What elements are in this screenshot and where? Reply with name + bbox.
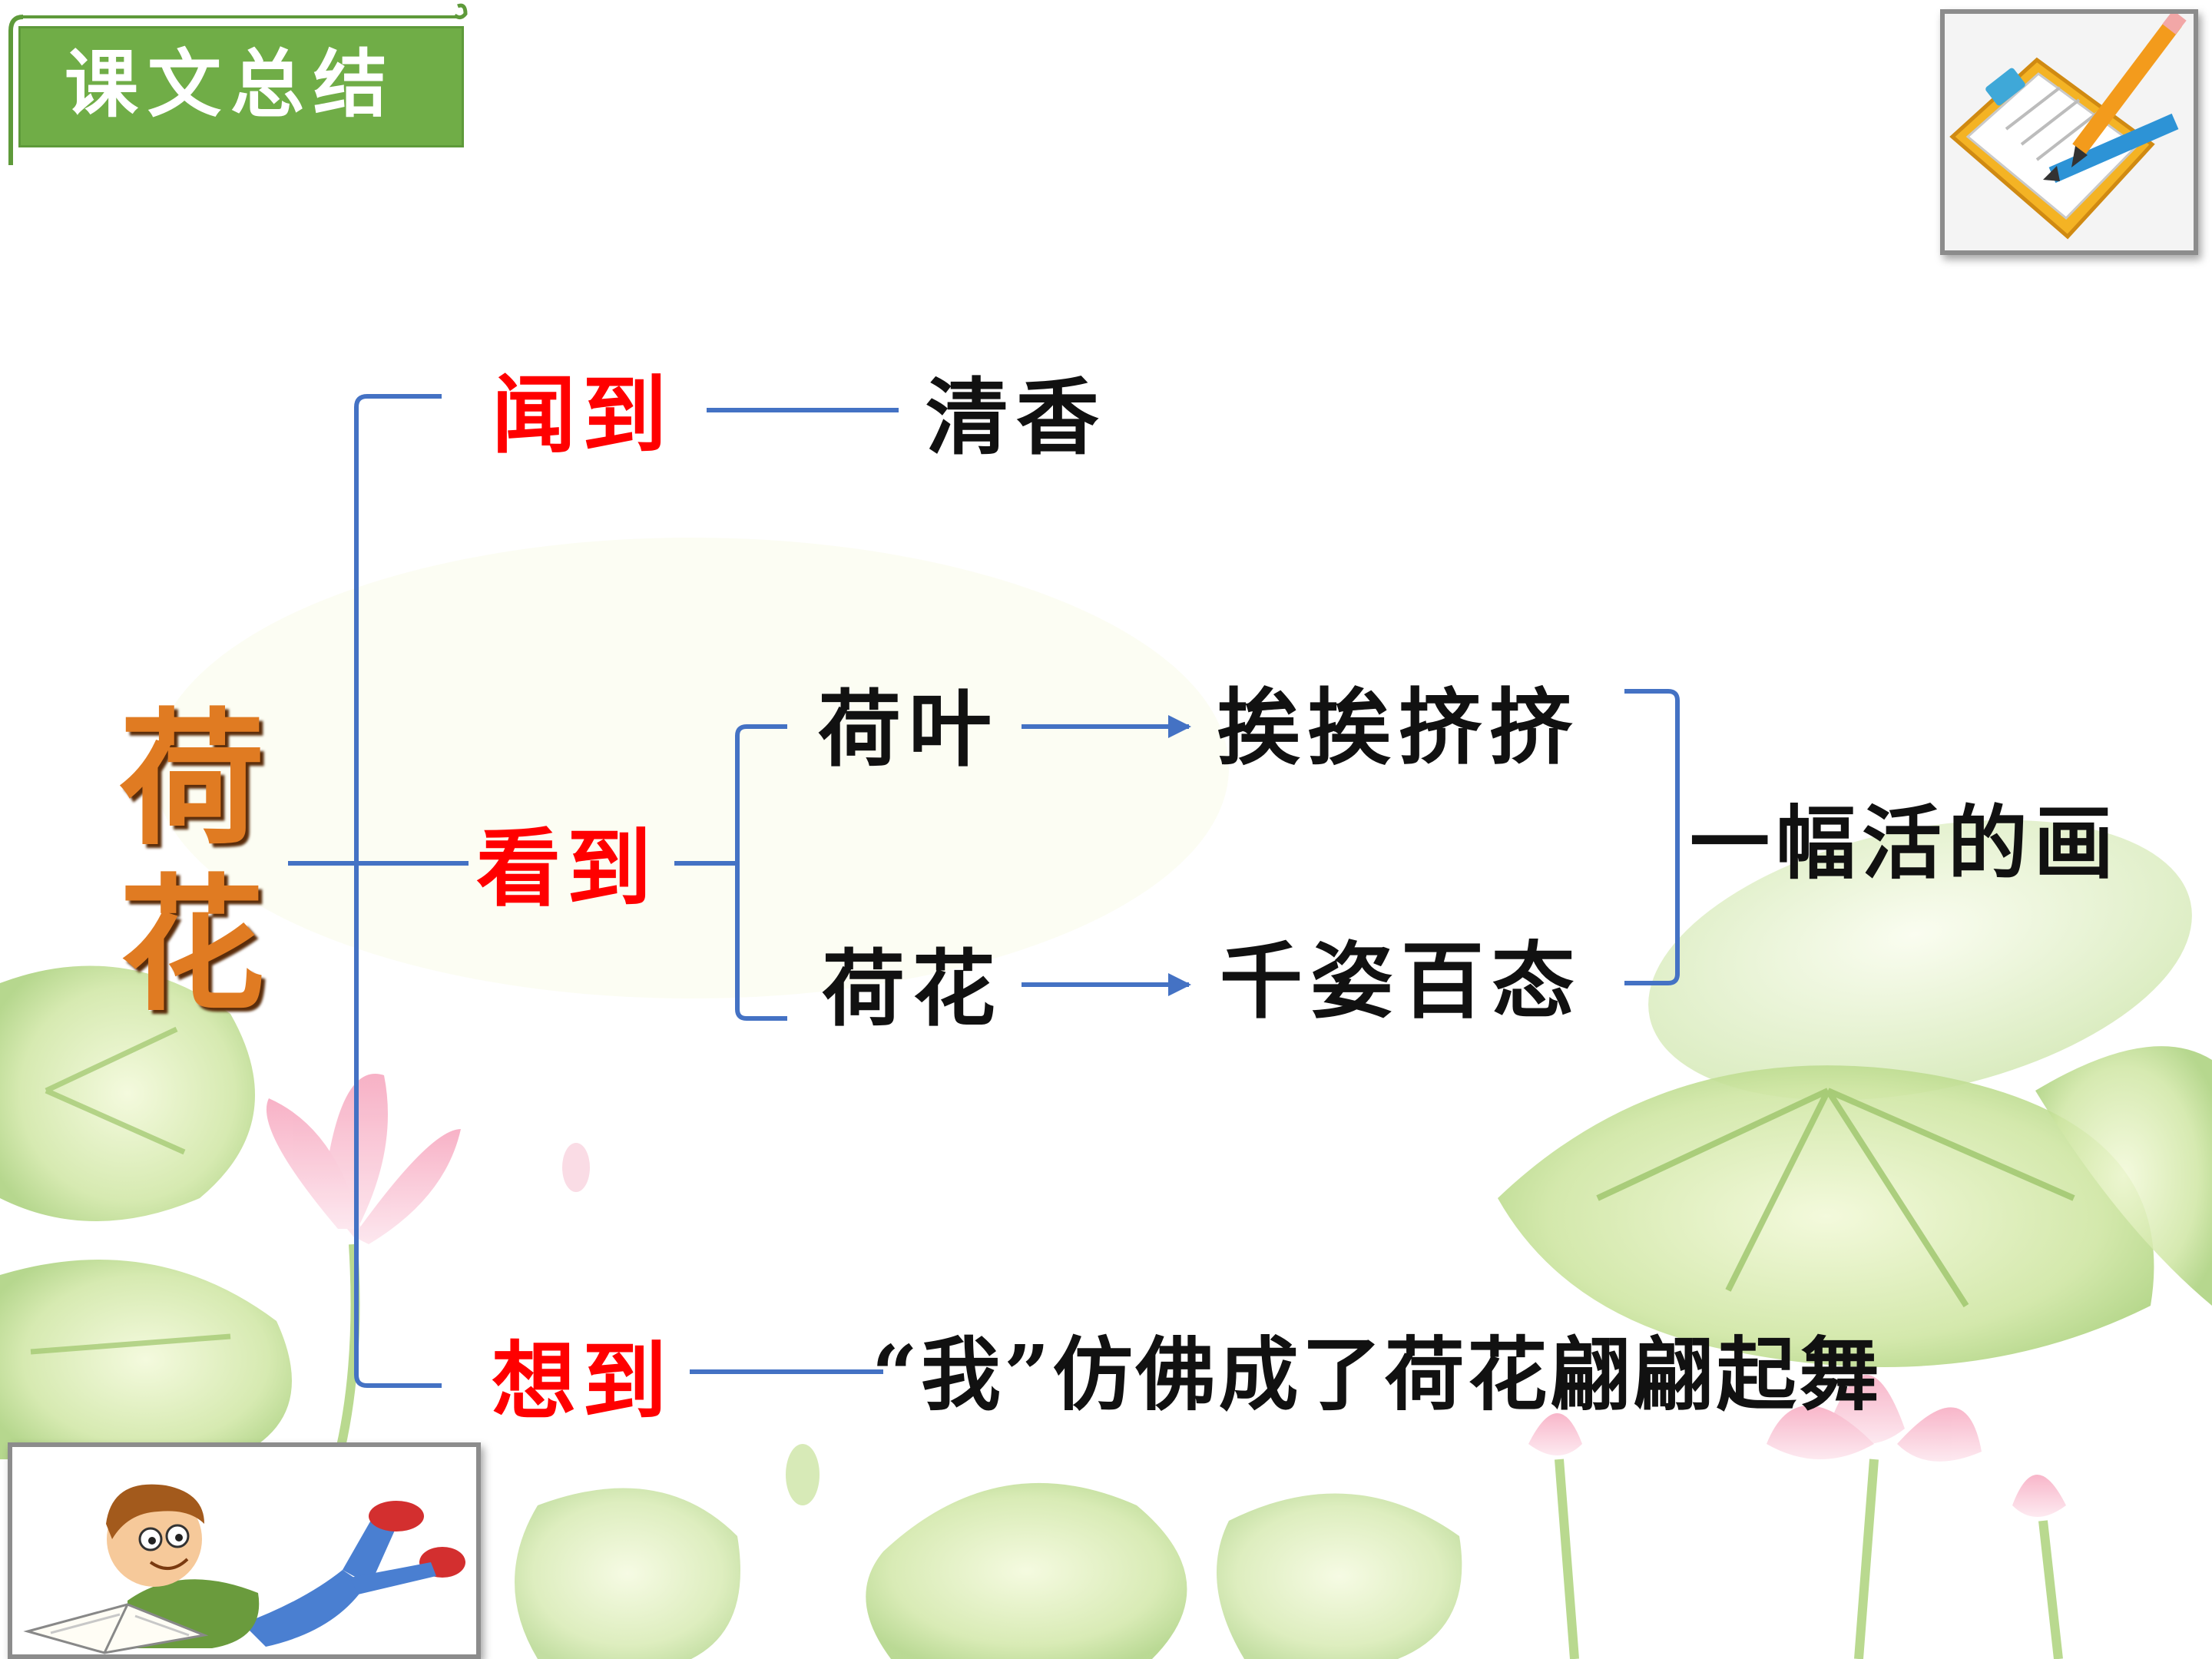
branch-result-think: “我”仿佛成了荷花翩翩起舞 bbox=[872, 1327, 1883, 1422]
branch-result-smell: 清香 bbox=[926, 369, 1108, 466]
clipboard-frame bbox=[1940, 9, 2198, 255]
scroll-ornament-icon bbox=[8, 3, 468, 165]
reading-boy-frame bbox=[8, 1442, 481, 1659]
sub-result-flower: 千姿百态 bbox=[1220, 933, 1583, 1030]
see-bracket bbox=[735, 724, 787, 1021]
see-summary: 一幅活的画 bbox=[1690, 796, 2121, 890]
sub-result-leaf: 挨挨挤挤 bbox=[1217, 680, 1581, 777]
summary-bracket bbox=[1624, 689, 1680, 985]
main-title-char-2: 花 bbox=[118, 859, 265, 1031]
sub-label-leaf: 荷叶 bbox=[818, 681, 1000, 778]
clipboard-pencil-icon bbox=[1949, 10, 2187, 240]
branch-label-smell: 闻到 bbox=[492, 366, 673, 465]
section-title-banner bbox=[18, 26, 464, 147]
reading-boy-illustration bbox=[23, 1484, 465, 1654]
main-title-char-1: 荷 bbox=[118, 694, 265, 865]
branch-label-see: 看到 bbox=[476, 819, 657, 918]
branch-label-think: 想到 bbox=[492, 1332, 673, 1431]
main-bracket bbox=[354, 394, 442, 1388]
sub-label-flower: 荷花 bbox=[822, 941, 1004, 1038]
section-title: 课文总结 bbox=[65, 41, 396, 127]
